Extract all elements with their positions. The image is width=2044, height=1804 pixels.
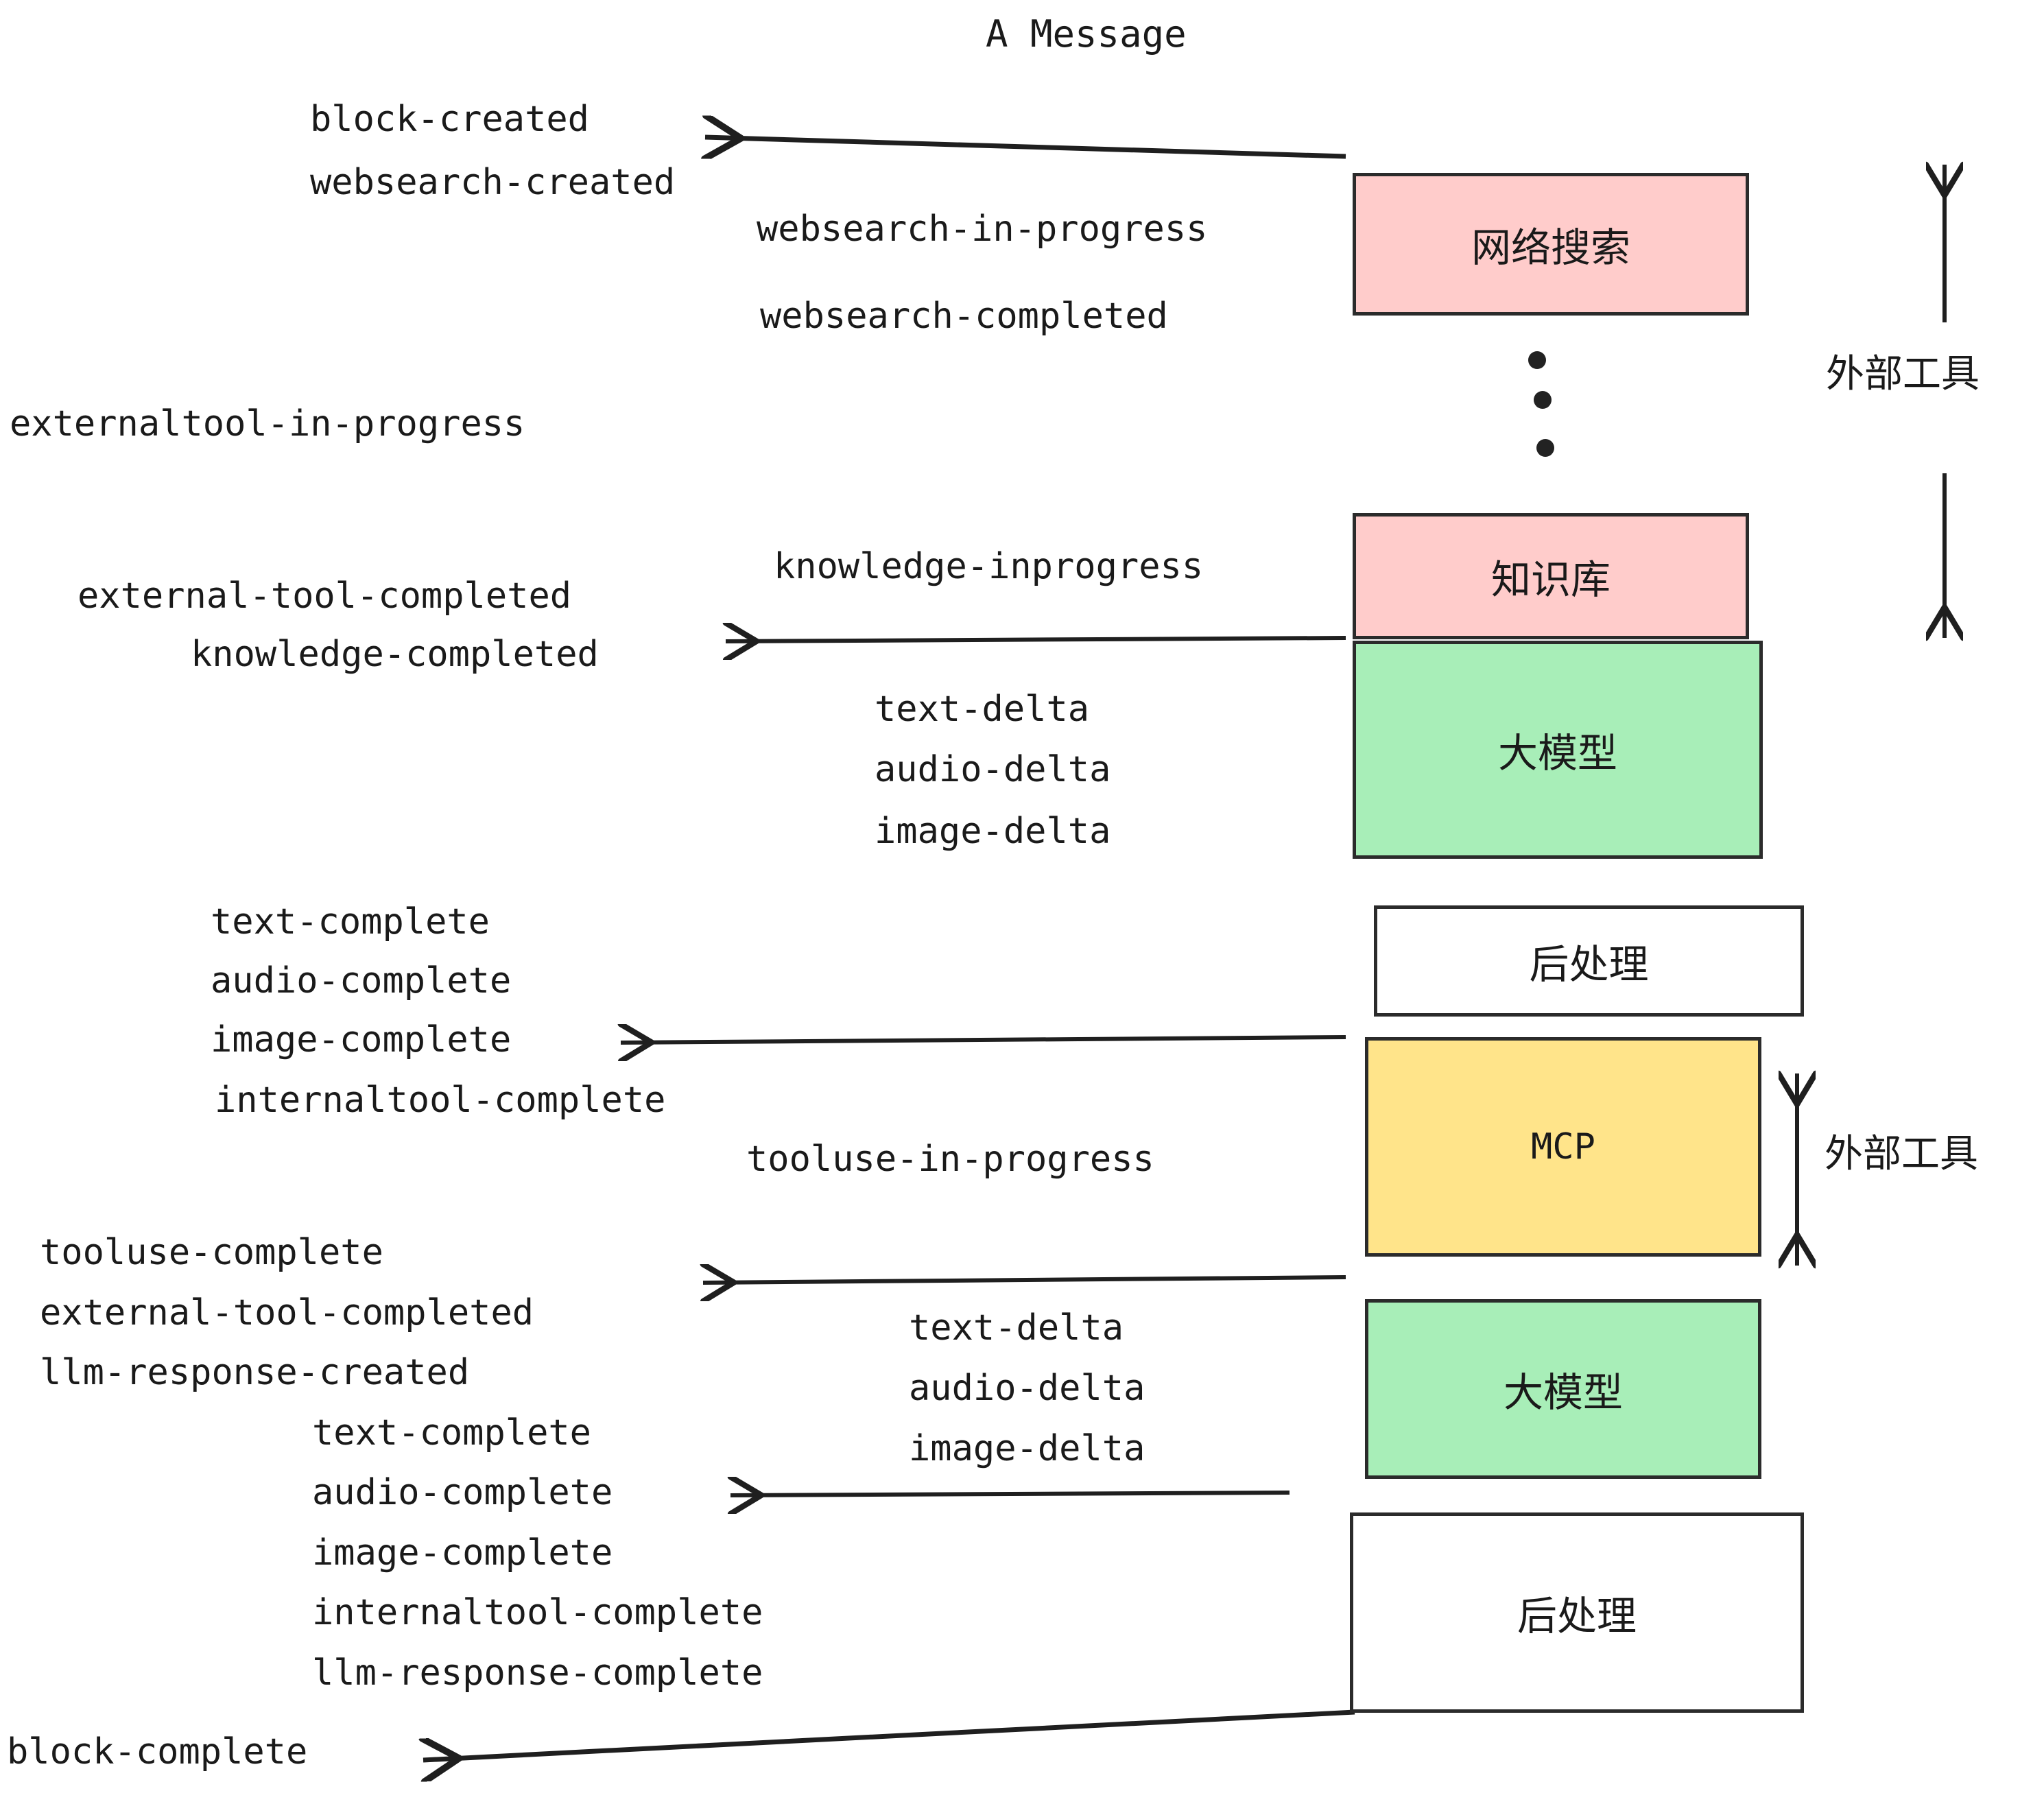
event-audio-complete-1: audio-complete xyxy=(211,960,512,1001)
event-image-complete-2: image-complete xyxy=(312,1532,613,1574)
event-internaltool-complete-1: internaltool-complete xyxy=(215,1080,666,1121)
box-postproc-2-label: 后处理 xyxy=(1517,1593,1637,1639)
box-mcp[interactable]: MCP xyxy=(1365,1037,1761,1257)
event-websearch-created: websearch-created xyxy=(310,162,676,203)
arrow-mcp-to-events xyxy=(703,1277,1346,1283)
event-llm-response-created: llm-response-created xyxy=(40,1352,470,1393)
box-postproc-1[interactable]: 后处理 xyxy=(1374,905,1804,1017)
event-block-complete: block-complete xyxy=(7,1731,308,1772)
event-llm-response-complete: llm-response-complete xyxy=(312,1652,763,1694)
event-externaltool-in-progress: externaltool-in-progress xyxy=(10,403,525,444)
event-text-complete-1: text-complete xyxy=(211,901,490,942)
box-knowledge[interactable]: 知识库 xyxy=(1353,513,1749,639)
event-text-delta-1: text-delta xyxy=(875,689,1090,730)
box-knowledge-label: 知识库 xyxy=(1490,556,1611,603)
event-websearch-in-progress: websearch-in-progress xyxy=(757,209,1208,250)
event-image-delta-1: image-delta xyxy=(875,811,1111,852)
event-internaltool-complete-2: internaltool-complete xyxy=(312,1592,763,1633)
box-llm-2[interactable]: 大模型 xyxy=(1365,1299,1761,1479)
arrow-llm2-to-events xyxy=(730,1493,1290,1495)
event-audio-complete-2: audio-complete xyxy=(312,1472,613,1513)
event-text-delta-2: text-delta xyxy=(909,1307,1124,1349)
box-mcp-label: MCP xyxy=(1531,1126,1595,1167)
box-postproc-2[interactable]: 后处理 xyxy=(1350,1512,1804,1713)
arrow-knowledge-to-events xyxy=(726,638,1346,641)
arrow-llm1-to-events xyxy=(621,1037,1346,1043)
event-websearch-completed: websearch-completed xyxy=(760,296,1168,337)
event-image-delta-2: image-delta xyxy=(909,1428,1145,1469)
page-title: A Message xyxy=(986,12,1187,56)
event-audio-delta-1: audio-delta xyxy=(875,749,1111,790)
event-knowledge-inprogress: knowledge-inprogress xyxy=(774,546,1204,587)
ellipsis-dot-1 xyxy=(1528,351,1546,369)
event-audio-delta-2: audio-delta xyxy=(909,1368,1145,1409)
box-websearch-label: 网络搜索 xyxy=(1471,224,1630,271)
ellipsis-dot-3 xyxy=(1536,439,1554,457)
ellipsis-dot-2 xyxy=(1534,391,1552,409)
arrow-websearch-to-events xyxy=(705,137,1346,156)
event-text-complete-2: text-complete xyxy=(312,1412,591,1453)
event-block-created: block-created xyxy=(310,99,589,140)
event-knowledge-completed: knowledge-completed xyxy=(191,634,599,675)
arrow-postproc2-to-block-complete xyxy=(423,1709,1355,1760)
event-tooluse-complete: tooluse-complete xyxy=(40,1232,383,1273)
event-external-tool-completed-1: external-tool-completed xyxy=(78,575,572,617)
box-llm-1-label: 大模型 xyxy=(1497,730,1617,776)
event-tooluse-in-progress: tooluse-in-progress xyxy=(746,1139,1154,1180)
box-postproc-1-label: 后处理 xyxy=(1529,941,1649,988)
box-websearch[interactable]: 网络搜索 xyxy=(1353,173,1749,316)
box-llm-1[interactable]: 大模型 xyxy=(1353,641,1763,859)
event-external-tool-completed-2: external-tool-completed xyxy=(40,1292,534,1333)
side-label-external-tools-top: 外部工具 xyxy=(1826,352,1980,396)
box-llm-2-label: 大模型 xyxy=(1503,1369,1623,1416)
side-label-external-tools-bottom: 外部工具 xyxy=(1825,1132,1978,1176)
event-image-complete-1: image-complete xyxy=(211,1019,512,1060)
